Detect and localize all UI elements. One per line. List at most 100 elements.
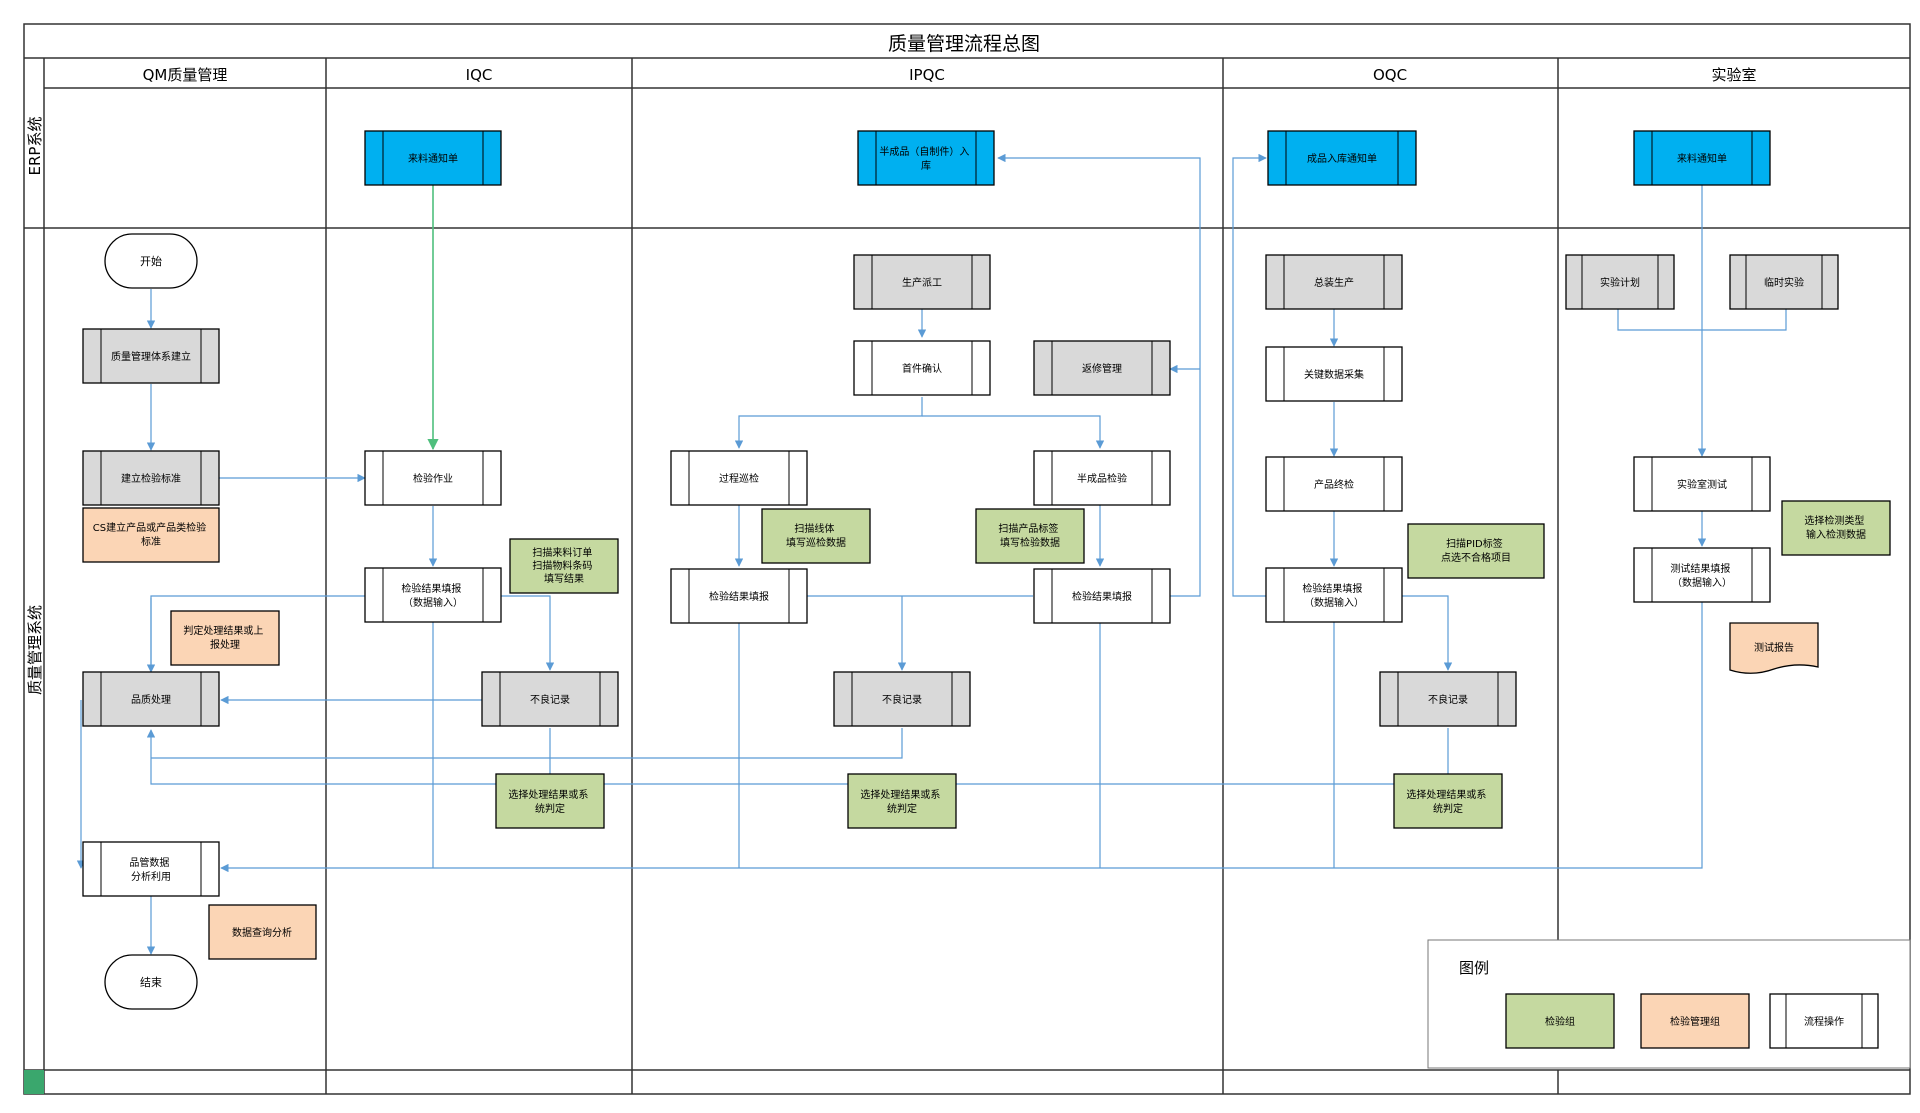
iqc-bad-record-label: 不良记录 (530, 693, 570, 706)
ipqc-scan-label-line-2: 填写检验数据 (1000, 536, 1060, 549)
analysis-process[interactable]: 品管数据 分析利用 (82, 841, 220, 897)
iqc-scan-line-3: 填写结果 (544, 572, 584, 585)
legend-item-management-group-label: 检验管理组 (1670, 1015, 1720, 1028)
qm-system-label: 质量管理体系建立 (111, 350, 191, 363)
svg-text:半成品（自制件）入 库: 半成品（自制件）入 库 (879, 145, 972, 172)
iqc-erp-notice[interactable]: 来料通知单 (364, 130, 502, 186)
svg-text:选择处理结果或系 统判定: 选择处理结果或系 统判定 (1406, 788, 1489, 815)
lab-plan-label: 实验计划 (1600, 276, 1640, 289)
ipqc-scan-line-note: 扫描线体 填写巡检数据 (761, 508, 871, 564)
oqc-assembly-label: 总装生产 (1314, 276, 1354, 289)
ipqc-bad-record-label: 不良记录 (882, 693, 922, 706)
lab-temp-process[interactable]: 临时实验 (1729, 254, 1839, 310)
judge-note: 判定处理结果或上 报处理 (170, 610, 280, 666)
ipqc-semi-label: 半成品检验 (1077, 472, 1127, 485)
lab-type-line-1: 选择检测类型 (1804, 514, 1864, 527)
oqc-assembly-process[interactable]: 总装生产 (1265, 254, 1403, 310)
query-note-label: 数据查询分析 (232, 926, 292, 939)
iqc-inspection-label: 检验作业 (413, 472, 453, 485)
lab-plan-process[interactable]: 实验计划 (1565, 254, 1675, 310)
oqc-select-line-1: 选择处理结果或系 (1406, 788, 1486, 801)
standard-note: CS建立产品或产品类检验 标准 (82, 507, 220, 563)
analysis-line-2: 分析利用 (131, 870, 171, 883)
iqc-erp-notice-label: 来料通知单 (408, 152, 458, 165)
svg-text:检验结果填报 （数据输入）: 检验结果填报 （数据输入） (1302, 582, 1365, 609)
iqc-report-process[interactable]: 检验结果填报 （数据输入） (364, 567, 502, 623)
judge-note-line-2: 报处理 (210, 638, 240, 651)
iqc-report-line-1: 检验结果填报 (401, 582, 461, 595)
iqc-select-line-2: 统判定 (535, 802, 565, 815)
svg-text:判定处理结果或上 报处理: 判定处理结果或上 报处理 (183, 624, 266, 651)
lab-report-fill-line-1: 测试结果填报 (1670, 562, 1730, 575)
legend-item-management-group: 检验管理组 (1640, 993, 1750, 1049)
svg-text:扫描线体 填写巡检数据: 扫描线体 填写巡检数据 (786, 522, 846, 549)
ipqc-erp-line-2: 库 (921, 159, 931, 172)
ipqc-report-right-process[interactable]: 检验结果填报 (1033, 568, 1171, 624)
svg-text:选择检测类型 输入检测数据: 选择检测类型 输入检测数据 (1804, 514, 1867, 541)
standard-note-line-1: CS建立产品或产品类检验 (93, 521, 206, 534)
ipqc-scan-line-1: 扫描线体 (794, 522, 834, 535)
lab-report-document[interactable]: 测试报告 (1729, 622, 1819, 674)
lab-test-process[interactable]: 实验室测试 (1633, 456, 1771, 512)
ipqc-semi-process[interactable]: 半成品检验 (1033, 450, 1171, 506)
standard-process[interactable]: 建立检验标准 (82, 450, 220, 506)
page-title: 质量管理流程总图 (888, 33, 1040, 55)
oqc-erp-notice[interactable]: 成品入库通知单 (1267, 130, 1417, 186)
oqc-bad-record-process[interactable]: 不良记录 (1379, 671, 1517, 727)
ipqc-dispatch-process[interactable]: 生产派工 (853, 254, 991, 310)
row-header-qms: 质量管理系统 (26, 605, 44, 695)
ipqc-report-left-label: 检验结果填报 (709, 590, 769, 603)
column-header-lab: 实验室 (1711, 66, 1756, 84)
iqc-bad-record-process[interactable]: 不良记录 (481, 671, 619, 727)
lab-erp-notice-label: 来料通知单 (1677, 152, 1727, 165)
ipqc-select-note: 选择处理结果或系 统判定 (847, 773, 957, 829)
oqc-final-process[interactable]: 产品终检 (1265, 456, 1403, 512)
svg-text:扫描PID标签 点选不合格项目: 扫描PID标签 点选不合格项目 (1441, 537, 1511, 564)
qm-system-process[interactable]: 质量管理体系建立 (82, 328, 220, 384)
ipqc-patrol-label: 过程巡检 (719, 472, 759, 485)
analysis-line-1: 品管数据 (129, 856, 169, 869)
oqc-pid-note: 扫描PID标签 点选不合格项目 (1407, 523, 1545, 579)
oqc-final-label: 产品终检 (1314, 478, 1354, 491)
start-node[interactable]: 开始 (104, 233, 198, 289)
lab-test-label: 实验室测试 (1677, 478, 1727, 491)
end-node[interactable]: 结束 (104, 954, 198, 1010)
ipqc-erp-warehouse[interactable]: 半成品（自制件）入 库 (857, 130, 995, 186)
lab-report-fill-process[interactable]: 测试结果填报 （数据输入） (1633, 547, 1771, 603)
query-note: 数据查询分析 (208, 904, 317, 960)
column-header-iqc: IQC (466, 66, 493, 84)
iqc-scan-line-2: 扫描物料条码 (532, 559, 592, 572)
iqc-select-note: 选择处理结果或系 统判定 (495, 773, 605, 829)
oqc-report-line-2: （数据输入） (1304, 596, 1364, 609)
ipqc-scan-label-note: 扫描产品标签 填写检验数据 (975, 508, 1085, 564)
ipqc-report-left-process[interactable]: 检验结果填报 (670, 568, 808, 624)
ipqc-bad-record-process[interactable]: 不良记录 (833, 671, 971, 727)
svg-text:选择处理结果或系 统判定: 选择处理结果或系 统判定 (508, 788, 591, 815)
ipqc-repair-process[interactable]: 返修管理 (1033, 340, 1171, 396)
ipqc-select-line-1: 选择处理结果或系 (860, 788, 940, 801)
legend-item-inspection-group-label: 检验组 (1545, 1015, 1575, 1028)
column-header-ipqc: IPQC (909, 66, 945, 84)
swimlane-frame (23, 23, 1911, 1095)
ipqc-first-article-label: 首件确认 (902, 362, 942, 375)
ipqc-report-right-label: 检验结果填报 (1072, 590, 1132, 603)
iqc-inspection-process[interactable]: 检验作业 (364, 450, 502, 506)
ipqc-patrol-process[interactable]: 过程巡检 (670, 450, 808, 506)
oqc-erp-notice-label: 成品入库通知单 (1307, 152, 1377, 165)
oqc-report-process[interactable]: 检验结果填报 （数据输入） (1265, 567, 1403, 623)
oqc-key-data-process[interactable]: 关键数据采集 (1265, 346, 1403, 402)
ipqc-select-line-2: 统判定 (887, 802, 917, 815)
ipqc-first-article-process[interactable]: 首件确认 (853, 340, 991, 396)
ipqc-scan-line-2: 填写巡检数据 (786, 536, 846, 549)
svg-text:扫描产品标签 填写检验数据: 扫描产品标签 填写检验数据 (998, 522, 1061, 549)
standard-note-line-2: 标准 (141, 536, 161, 548)
svg-text:品管数据 分析利用: 品管数据 分析利用 (129, 856, 172, 883)
ipqc-scan-label-line-1: 扫描产品标签 (998, 522, 1058, 535)
quality-handling-process[interactable]: 品质处理 (82, 671, 220, 727)
svg-text:CS建立产品或产品类检验 标准: CS建立产品或产品类检验 标准 (93, 521, 210, 548)
lab-erp-notice[interactable]: 来料通知单 (1633, 130, 1771, 186)
legend-item-process-operation: 流程操作 (1769, 993, 1879, 1049)
judge-note-line-1: 判定处理结果或上 (183, 624, 263, 637)
legend-title: 图例 (1459, 959, 1489, 977)
